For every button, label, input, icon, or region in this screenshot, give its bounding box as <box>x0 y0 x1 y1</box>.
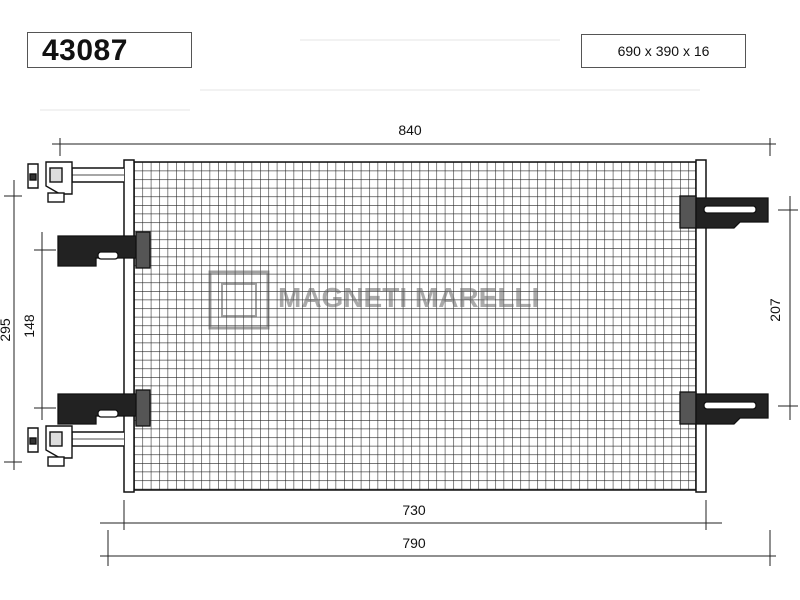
frame-width-label: 790 <box>402 535 426 551</box>
overall-height-label: 295 <box>0 318 13 342</box>
dimension-core-width <box>100 500 722 530</box>
part-number: 43087 <box>42 34 128 67</box>
dimension-overall-width <box>52 138 776 156</box>
watermark-text: MAGNETI MARELLI <box>278 282 539 313</box>
overall-width-label: 840 <box>398 122 422 138</box>
dimension-left-bracket-spacing <box>34 232 56 420</box>
right-bracket-spacing-label: 207 <box>767 298 783 322</box>
part-number-box: 43087 <box>27 32 192 68</box>
right-tank <box>695 159 707 493</box>
right-upper-bracket <box>679 195 769 229</box>
top-pipe-fitting <box>27 161 124 203</box>
bottom-pipe-fitting <box>27 425 124 467</box>
left-lower-bracket <box>57 389 151 427</box>
dimension-frame-width <box>100 530 776 566</box>
watermark-logo: MAGNETI MARELLI <box>208 270 539 330</box>
left-tank <box>123 159 135 493</box>
core-dimensions-label: 690 x 390 x 16 <box>617 43 710 59</box>
core-width-label: 730 <box>402 502 426 518</box>
core-dimensions-box: 690 x 390 x 16 <box>581 34 746 68</box>
left-upper-bracket <box>57 231 151 269</box>
background-texture <box>40 39 700 111</box>
left-bracket-spacing-label: 148 <box>21 314 37 338</box>
condenser-core <box>133 161 697 491</box>
dimension-right-bracket-spacing <box>778 196 798 420</box>
dimension-overall-height <box>4 180 22 470</box>
right-lower-bracket <box>679 391 769 425</box>
